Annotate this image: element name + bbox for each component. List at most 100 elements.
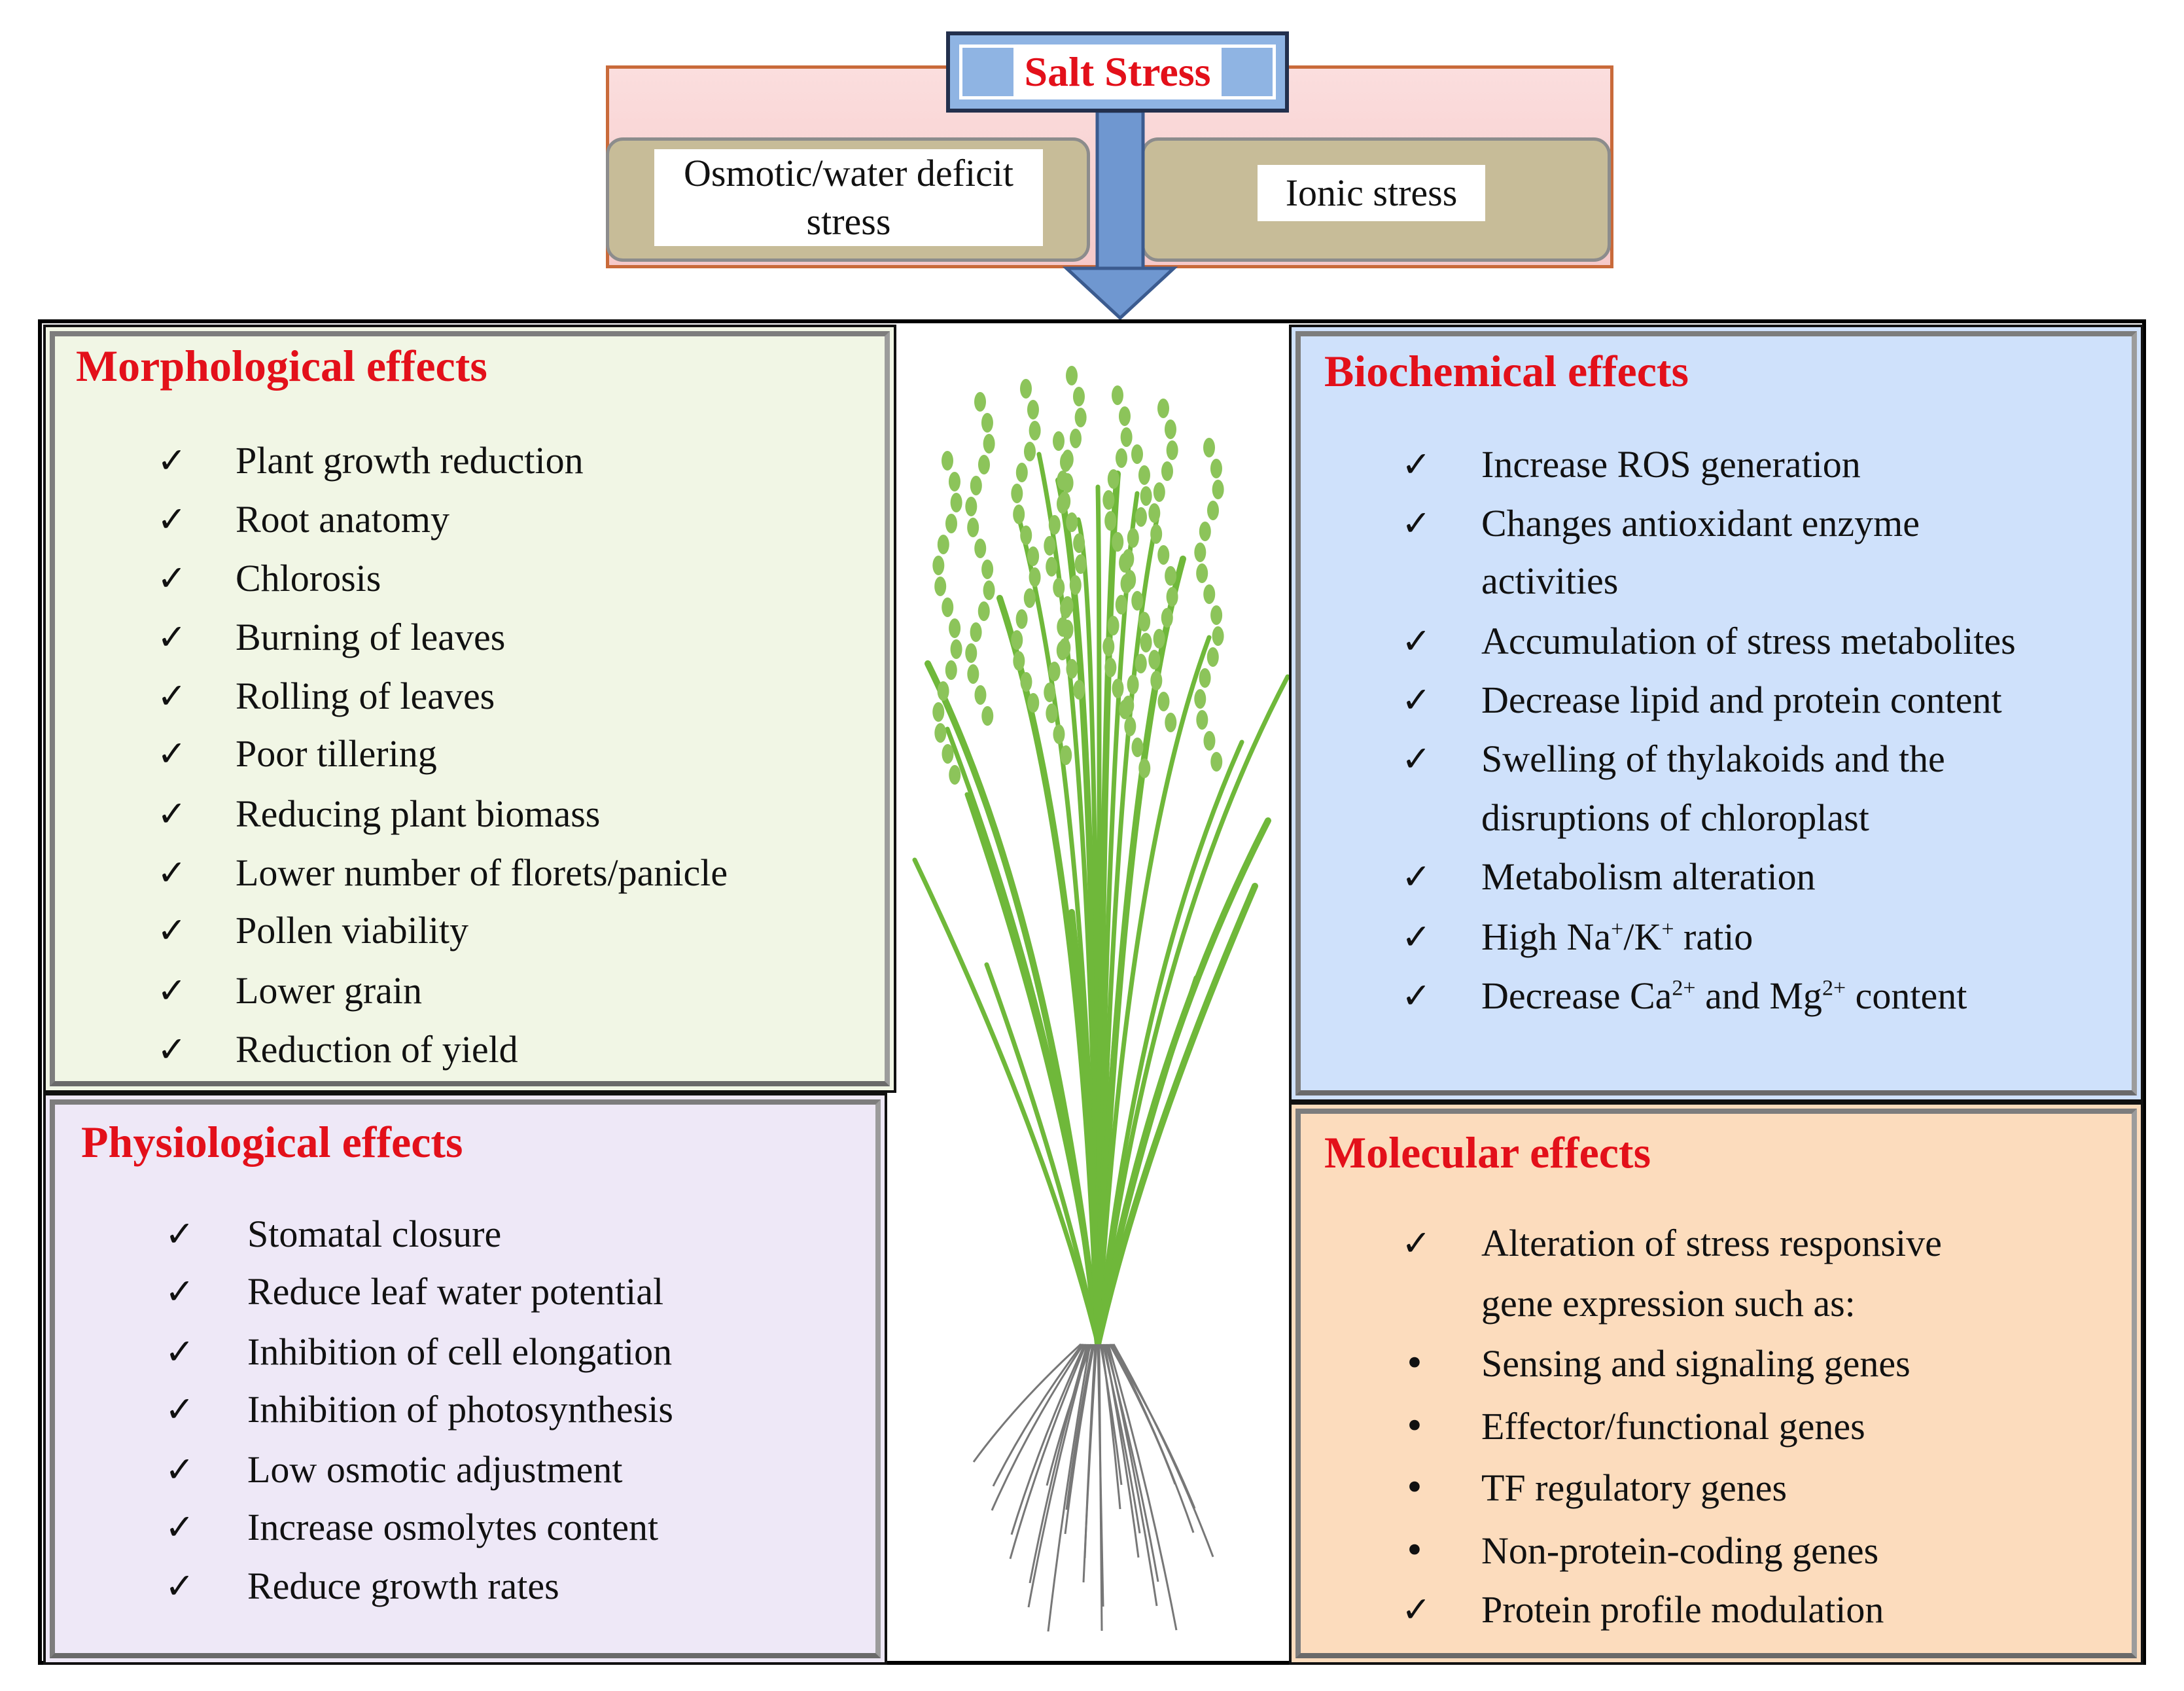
check-icon: ✓	[1401, 975, 1432, 1016]
panicle-grain	[1029, 421, 1041, 440]
panicle-grain	[1056, 641, 1068, 660]
panicle-grain	[1074, 408, 1087, 427]
panicle-grain	[945, 514, 957, 533]
biochemical-item: High Na+/K+ ratio	[1481, 916, 1753, 958]
panicle-grain	[1127, 675, 1139, 694]
panicle-grain	[1053, 431, 1065, 451]
physiological-item: Increase osmolytes content	[247, 1506, 659, 1548]
panicle-grain	[1135, 507, 1147, 527]
molecular-effects-panel: Molecular effects ✓Alteration of stress …	[1289, 1102, 2143, 1665]
check-icon: ✓	[165, 1565, 195, 1607]
panicle-grain	[1013, 505, 1025, 524]
rice-plant-illustration	[912, 366, 1289, 1632]
root-strand	[1111, 1344, 1195, 1533]
leaf-blade	[1095, 936, 1127, 1347]
panicle-grain	[1165, 566, 1177, 586]
physiological-item: Low osmotic adjustment	[247, 1448, 623, 1491]
panicle-grain	[974, 392, 986, 412]
check-icon: ✓	[165, 1449, 195, 1490]
panicle-grain	[974, 685, 987, 705]
root-strand	[1101, 1344, 1121, 1510]
panicle-grain	[970, 622, 982, 642]
panicle-grain	[1210, 605, 1223, 625]
panicle-grain	[1020, 672, 1032, 692]
panicle-grain	[1199, 668, 1211, 688]
root-strand	[1103, 1344, 1140, 1558]
panicle-grain	[981, 706, 994, 726]
panicle-grain	[1138, 612, 1151, 632]
panicle-grain	[1066, 659, 1078, 679]
panicle-grain	[1112, 679, 1124, 698]
panicle-grain	[1153, 629, 1165, 649]
panicle-grain	[1212, 626, 1224, 646]
check-icon: ✓	[157, 558, 187, 599]
root-strand	[1107, 1344, 1178, 1631]
panicle-grain	[1131, 738, 1144, 757]
panicle-grain	[1023, 588, 1036, 608]
panicle-grain	[1056, 494, 1068, 514]
check-icon: ✓	[157, 440, 187, 481]
panicle-grain	[1027, 400, 1039, 419]
panicle-grain	[1166, 440, 1178, 460]
check-icon: ✓	[165, 1271, 195, 1312]
root-strand	[1065, 1344, 1094, 1510]
molecular-item: Protein profile modulation	[1481, 1588, 1884, 1631]
panicle-grain	[965, 643, 978, 663]
panicle-grain	[1124, 717, 1136, 736]
panicle-grain	[1027, 546, 1040, 566]
panicle-grain	[967, 664, 979, 684]
panicle-grain	[983, 580, 995, 600]
morphological-item: Reduction of yield	[236, 1028, 518, 1071]
panicle-grain	[967, 518, 979, 537]
root-strand	[1082, 1344, 1098, 1583]
panicle-grain	[1066, 366, 1078, 385]
panicle-grain	[1102, 637, 1115, 656]
panicle-grain	[1072, 387, 1085, 406]
morphological-item: Root anatomy	[236, 498, 450, 541]
check-icon: ✓	[157, 852, 187, 893]
panicle-grain	[1061, 473, 1074, 493]
panicle-grain	[1046, 557, 1058, 577]
leaf-blade	[912, 857, 1101, 1347]
leaf-blade	[1095, 635, 1212, 1347]
check-icon: ✓	[1401, 1589, 1432, 1630]
leaf-blade	[1068, 909, 1101, 1347]
check-icon: ✓	[1401, 916, 1432, 957]
panicle-grain	[1112, 385, 1123, 405]
panicle-grain	[965, 497, 978, 516]
biochemical-item: Changes antioxidant enzyme	[1481, 502, 1920, 544]
panicle-grain	[1015, 609, 1028, 629]
bullet-icon: •	[1404, 1343, 1425, 1384]
biochemical-item: Decrease lipid and protein content	[1481, 679, 2002, 721]
panicle-grain	[1165, 713, 1177, 732]
molecular-item: Sensing and signaling genes	[1481, 1342, 1911, 1385]
panicle-grain	[1161, 461, 1173, 481]
bullet-icon: •	[1404, 1406, 1425, 1447]
check-icon: ✓	[1401, 503, 1432, 544]
panicle-grain	[981, 413, 993, 433]
physiological-title: Physiological effects	[81, 1117, 463, 1167]
morphological-item: Poor tillering	[236, 732, 437, 775]
check-icon: ✓	[1401, 444, 1432, 485]
leaf-blade	[1095, 739, 1244, 1347]
panicle-grain	[1011, 484, 1023, 503]
root-strand	[1112, 1344, 1214, 1558]
check-icon: ✓	[165, 1331, 195, 1372]
panicle-grain	[978, 601, 990, 621]
panicle-grain	[983, 434, 995, 454]
panicle-grain	[1060, 745, 1072, 765]
panicle-grain	[945, 660, 957, 680]
down-arrow-icon	[1062, 111, 1178, 321]
check-icon: ✓	[165, 1213, 195, 1255]
panicle-grain	[1044, 683, 1056, 702]
bullet-icon: •	[1404, 1467, 1425, 1508]
panicle-grain	[937, 535, 949, 554]
check-icon: ✓	[1401, 856, 1432, 897]
check-icon: ✓	[1401, 1222, 1432, 1264]
molecular-title: Molecular effects	[1324, 1128, 1651, 1177]
biochemical-item: disruptions of chloroplast	[1481, 796, 1869, 839]
panicle-grain	[1150, 671, 1163, 690]
panicle-grain	[1118, 406, 1131, 426]
molecular-item: Non-protein-coding genes	[1481, 1529, 1879, 1572]
leaf-blade	[964, 792, 1101, 1347]
